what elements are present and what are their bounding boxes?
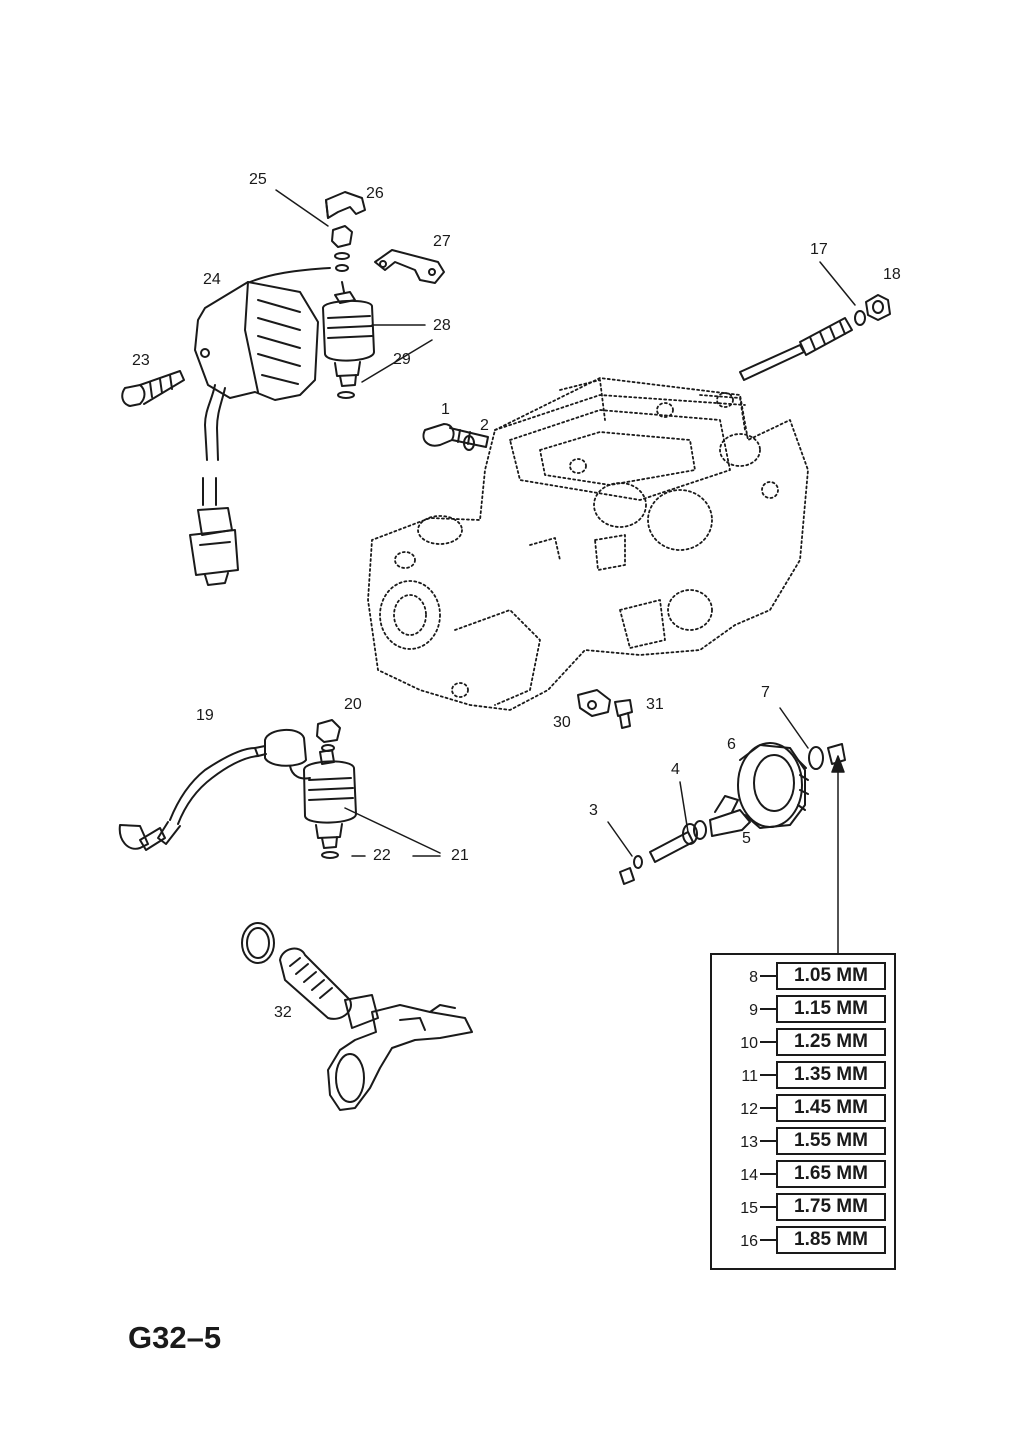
shim-row: 15 1.75 MM [712,1191,894,1224]
injection-pump-body [367,377,809,711]
shim-size-label: 1.55 MM [776,1127,886,1155]
nut-25 [331,225,353,272]
shim-ref-number: 11 [741,1068,758,1085]
nut-18 [865,294,891,321]
shim-leader-tick [760,1074,776,1076]
callout-21: 21 [451,847,469,864]
plug-3 [619,855,643,885]
callout-29: 29 [393,351,411,368]
shim-leader-tick [760,1239,776,1241]
shim-plate [827,743,846,765]
callout-25: 25 [249,171,267,188]
screw-31 [614,699,633,729]
washer-7 [808,746,824,770]
callout-26: 26 [366,185,384,202]
callout-1: 1 [441,401,450,418]
shim-size-label: 1.05 MM [776,962,886,990]
shim-leader-tick [760,1173,776,1175]
shim-ref-number: 9 [749,1002,758,1019]
shim-leader-tick [760,1140,776,1142]
sensor-32 [241,922,473,1111]
shim-ref-number: 14 [740,1167,758,1184]
shim-size-label: 1.25 MM [776,1028,886,1056]
shim-row: 13 1.55 MM [712,1125,894,1158]
diagram-code: G32–5 [128,1320,222,1355]
shim-row: 14 1.65 MM [712,1158,894,1191]
shim-ref-number: 12 [740,1101,758,1118]
pin-4 [649,820,707,863]
callout-19: 19 [196,707,214,724]
bolt-1 [422,423,489,448]
shim-leader-tick [760,1107,776,1109]
shim-leader-tick [760,1206,776,1208]
shim-size-label: 1.85 MM [776,1226,886,1254]
shim-ref-number: 16 [740,1233,758,1250]
callout-2: 2 [480,417,489,434]
callout-23: 23 [132,352,150,369]
shim-leader-tick [760,1041,776,1043]
shim-size-label: 1.35 MM [776,1061,886,1089]
callout-6: 6 [727,736,736,753]
shim-row: 11 1.35 MM [712,1059,894,1092]
callout-17: 17 [810,241,828,258]
cable-19 [118,729,311,851]
callout-7: 7 [761,684,770,701]
callout-32: 32 [274,1004,292,1021]
solenoid-valve-21 [303,749,357,859]
shim-ref-number: 15 [740,1200,758,1217]
shim-size-label: 1.15 MM [776,995,886,1023]
callout-3: 3 [589,802,598,819]
callout-5: 5 [742,830,751,847]
callout-18: 18 [883,266,901,283]
callout-27: 27 [433,233,451,250]
shim-leader-tick [760,1008,776,1010]
nut-20 [316,719,341,752]
callout-30: 30 [553,714,571,731]
shim-ref-number: 10 [740,1035,758,1052]
shim-row: 9 1.15 MM [712,993,894,1026]
shim-ref-number: 13 [740,1134,758,1151]
callout-24: 24 [203,271,221,288]
shim-leader-tick [760,975,776,977]
shim-size-label: 1.65 MM [776,1160,886,1188]
solenoid-valve-28 [322,281,375,399]
callout-20: 20 [344,696,362,713]
shim-row: 10 1.25 MM [712,1026,894,1059]
shim-ref-number: 8 [749,969,758,986]
clip-26 [325,191,366,219]
shim-size-table: 8 1.05 MM 9 1.15 MM 10 1.25 MM 11 1.35 MM 12 1.45… [710,953,896,1270]
drive-shaft-17 [739,310,866,381]
callout-28: 28 [433,317,451,334]
callout-31: 31 [646,696,664,713]
shim-size-label: 1.45 MM [776,1094,886,1122]
shim-row: 16 1.85 MM [712,1224,894,1257]
shim-size-label: 1.75 MM [776,1193,886,1221]
bolt-23 [121,370,185,407]
solenoid-housing-24 [189,267,331,586]
shim-row: 12 1.45 MM [712,1092,894,1125]
callout-22: 22 [373,847,391,864]
bracket-27 [374,249,445,284]
gear-6 [737,742,809,829]
drive-dog-5 [709,795,751,837]
callout-4: 4 [671,761,680,778]
clamp-30 [577,689,611,717]
washer-2 [463,435,475,451]
shim-row: 8 1.05 MM [712,960,894,993]
leader-lines [275,189,856,954]
